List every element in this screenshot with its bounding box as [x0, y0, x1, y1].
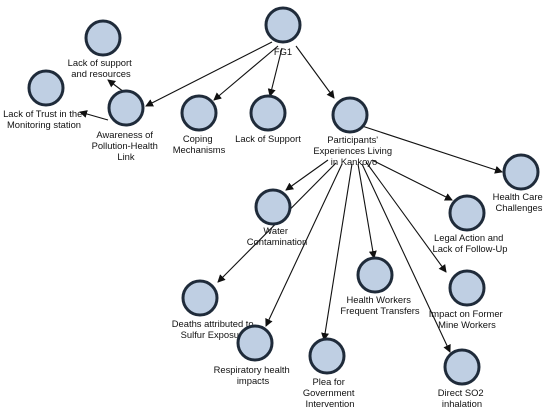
node-label: Lack of support and resources	[68, 57, 135, 79]
edge-participants-so2	[361, 163, 451, 353]
node-label: Plea for Government Intervention	[303, 376, 357, 409]
node-circle[interactable]	[27, 69, 65, 107]
node-participants[interactable]: Participants' Experiences Living in Kank…	[313, 96, 394, 167]
node-respiratory[interactable]: Respiratory health impacts	[214, 324, 293, 386]
node-circle[interactable]	[249, 94, 287, 132]
node-label: Water Contamination	[247, 225, 307, 247]
node-legal[interactable]: Legal Action and Lack of Follow-Up	[432, 194, 508, 254]
node-circle[interactable]	[443, 348, 481, 386]
node-deaths[interactable]: Deaths attributed to Sulfur Exposure	[172, 279, 256, 340]
node-label: Respiratory health impacts	[214, 364, 293, 386]
node-label: Deaths attributed to Sulfur Exposure	[172, 318, 256, 340]
node-label: Lack of Support	[235, 133, 301, 144]
node-label: Coping Mechanisms	[173, 133, 226, 155]
node-circle[interactable]	[264, 6, 302, 44]
edge-participants-health-care	[361, 125, 503, 174]
node-circle[interactable]	[356, 256, 394, 294]
node-awareness[interactable]: Awareness of Pollution-Health Link	[92, 89, 161, 162]
edge-participants-former-miners	[365, 161, 447, 273]
edge-fg1-coping	[213, 45, 279, 101]
node-circle[interactable]	[107, 89, 145, 127]
node-lack-support[interactable]: Lack of Support	[235, 94, 301, 144]
node-lack-support-resources[interactable]: Lack of support and resources	[68, 19, 135, 79]
node-label: Lack of Trust in the Monitoring station	[3, 108, 85, 130]
node-circle[interactable]	[181, 279, 219, 317]
node-circle[interactable]	[448, 269, 486, 307]
node-circle[interactable]	[502, 153, 540, 191]
node-circle[interactable]	[331, 96, 369, 134]
node-label: Health Workers Frequent Transfers	[340, 294, 420, 316]
node-plea[interactable]: Plea for Government Intervention	[303, 337, 357, 409]
node-coping[interactable]: Coping Mechanisms	[173, 94, 226, 155]
edge-participants-water	[285, 159, 329, 191]
edge-fg1-awareness	[145, 41, 273, 107]
node-label: Legal Action and Lack of Follow-Up	[432, 232, 507, 254]
node-water[interactable]: Water Contamination	[247, 188, 307, 247]
node-health-care[interactable]: Health Care Challenges	[493, 153, 546, 213]
edge-fg1-participants	[295, 45, 335, 99]
node-label: FG1	[274, 46, 292, 57]
node-so2[interactable]: Direct SO2 inhalation	[438, 348, 486, 409]
node-hw-transfers[interactable]: Health Workers Frequent Transfers	[340, 256, 420, 316]
edge-participants-hw-transfers	[357, 163, 377, 259]
node-fg1[interactable]: FG1	[264, 6, 302, 57]
node-circle[interactable]	[180, 94, 218, 132]
edge-awareness-lack-trust	[79, 110, 109, 121]
node-label: Impact on Former Mine Workers	[429, 308, 506, 330]
edges	[79, 41, 503, 353]
node-circle[interactable]	[84, 19, 122, 57]
edge-fg1-lack-support	[267, 47, 283, 97]
node-circle[interactable]	[308, 337, 346, 375]
node-label: Direct SO2 inhalation	[438, 387, 486, 409]
node-label: Participants' Experiences Living in Kank…	[313, 134, 394, 167]
node-label: Health Care Challenges	[493, 191, 546, 213]
edge-participants-respiratory	[265, 163, 343, 327]
node-circle[interactable]	[236, 324, 274, 362]
edge-participants-plea	[321, 163, 353, 341]
node-circle[interactable]	[448, 194, 486, 232]
node-lack-trust[interactable]: Lack of Trust in the Monitoring station	[3, 69, 85, 130]
edge-awareness-lack-resources	[107, 79, 125, 93]
node-label: Awareness of Pollution-Health Link	[92, 129, 161, 162]
edge-participants-legal	[371, 159, 453, 201]
node-former-miners[interactable]: Impact on Former Mine Workers	[429, 269, 506, 330]
node-circle[interactable]	[254, 188, 292, 226]
